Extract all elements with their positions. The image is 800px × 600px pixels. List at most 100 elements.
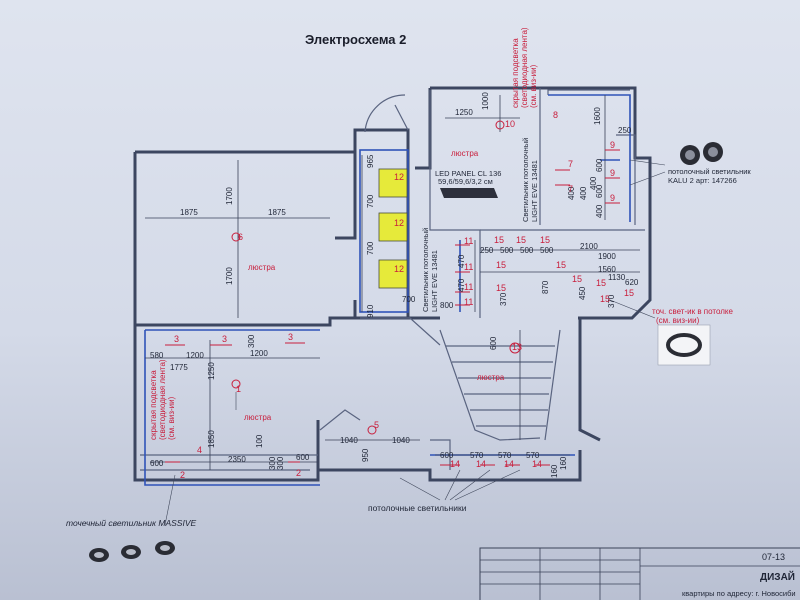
circuit-number: 9 bbox=[610, 193, 615, 203]
dim-label: 500 bbox=[540, 246, 554, 255]
led-panel-1 bbox=[378, 168, 408, 198]
dim-label: 570 bbox=[498, 451, 512, 460]
dim-label: 1040 bbox=[340, 436, 358, 445]
chandelier-label: люстра bbox=[477, 373, 505, 382]
dim-label: 300 bbox=[268, 456, 277, 470]
hidden-light-label: (см. виз-ии) bbox=[529, 64, 538, 108]
circuit-number: 12 bbox=[394, 218, 404, 228]
dim-label: 2350 bbox=[228, 455, 246, 464]
ceiling-light-eve-label: Светильник потолочный bbox=[521, 138, 530, 222]
staircase bbox=[439, 329, 561, 441]
ceiling-lights-label: потолочные светильники bbox=[368, 503, 467, 513]
dim-label: 160 bbox=[559, 456, 568, 470]
dim-label: 1200 bbox=[186, 351, 204, 360]
dim-label: 300 bbox=[276, 456, 285, 470]
dim-label: 1130 bbox=[608, 273, 626, 282]
dim-label: 700 bbox=[402, 295, 416, 304]
dim-label: 600 bbox=[489, 336, 498, 350]
circuit-number: 14 bbox=[450, 459, 460, 469]
dim-label: 1700 bbox=[225, 187, 234, 205]
dim-label: 570 bbox=[470, 451, 484, 460]
dim-label: 1200 bbox=[250, 349, 268, 358]
ceiling-light-eve-label: LIGHT EVE 13481 bbox=[530, 160, 539, 222]
circuit-number: 7 bbox=[568, 159, 573, 169]
dim-label: 700 bbox=[366, 241, 375, 255]
dim-label: 2100 bbox=[580, 242, 598, 251]
hidden-light-label: (см. виз-ии) bbox=[167, 396, 176, 440]
circuit-number: 9 bbox=[610, 140, 615, 150]
circuit-number: 6 bbox=[238, 232, 243, 242]
ceiling-light-eve-label: Светильник потолочный bbox=[421, 228, 430, 312]
dim-label: 1000 bbox=[481, 92, 490, 110]
fixture-symbols bbox=[165, 120, 620, 466]
circuit-number: 11 bbox=[464, 262, 473, 272]
dim-label: 100 bbox=[255, 434, 264, 448]
dim-label: 1775 bbox=[170, 363, 188, 372]
circuit-numbers: 1 2 2 3 3 3 4 5 6 7 7 8 9 9 9 10 11 11 1… bbox=[174, 110, 634, 480]
circuit-number: 15 bbox=[494, 235, 504, 245]
circuit-number: 15 bbox=[596, 278, 606, 288]
massive-fixture-illustration bbox=[89, 541, 175, 562]
led-panel-3 bbox=[378, 259, 408, 289]
led-panels bbox=[378, 168, 498, 289]
dim-label: 300 bbox=[247, 334, 256, 348]
dim-label: 1250 bbox=[207, 362, 216, 380]
dim-label: 450 bbox=[578, 286, 587, 300]
circuit-number: 15 bbox=[496, 260, 506, 270]
dim-label: 400 bbox=[579, 186, 588, 200]
circuit-number: 4 bbox=[197, 445, 202, 455]
dim-label: 400 bbox=[589, 176, 598, 190]
dim-label: 400 bbox=[567, 186, 576, 200]
dim-label: 600 bbox=[595, 184, 604, 198]
chandelier-label: люстра bbox=[244, 413, 272, 422]
dim-label: 1875 bbox=[180, 208, 198, 217]
leader-lines bbox=[164, 159, 666, 526]
hidden-light-label: (светодиодная лента) bbox=[520, 27, 529, 108]
dim-label: 620 bbox=[625, 278, 639, 287]
annotation-labels: люстра люстра люстра люстра LED PANEL CL… bbox=[66, 27, 796, 598]
circuit-number: 12 bbox=[394, 172, 404, 182]
dim-label: 1850 bbox=[207, 430, 216, 448]
kalu-label: KALU 2 арт: 147266 bbox=[668, 176, 737, 185]
kalu-label: потолочный светильник bbox=[668, 167, 751, 176]
circuit-number: 15 bbox=[600, 294, 610, 304]
circuit-number: 5 bbox=[374, 420, 379, 430]
title-block bbox=[479, 547, 800, 600]
sheet-number: 07-13 bbox=[762, 552, 785, 562]
design-label: ДИЗАЙ bbox=[760, 570, 795, 583]
circuit-number: 14 bbox=[532, 459, 542, 469]
address-label: квартиры по адресу: г. Новосиби bbox=[682, 589, 796, 598]
circuit-number: 2 bbox=[296, 468, 301, 478]
circuit-number: 15 bbox=[624, 288, 634, 298]
dim-label: 570 bbox=[526, 451, 540, 460]
dim-label: 800 bbox=[440, 301, 454, 310]
circuit-number: 15 bbox=[572, 274, 582, 284]
led-panel-cl136 bbox=[440, 188, 498, 198]
dim-label: 470 bbox=[457, 254, 466, 268]
circuit-number: 14 bbox=[504, 459, 514, 469]
dim-label: 370 bbox=[499, 292, 508, 306]
circuit-number: 2 bbox=[180, 470, 185, 480]
circuit-number: 13 bbox=[512, 342, 522, 352]
circuit-number: 10 bbox=[505, 119, 515, 129]
dim-label: 910 bbox=[366, 304, 375, 318]
circuit-number: 15 bbox=[496, 283, 506, 293]
dim-label: 250 bbox=[618, 126, 632, 135]
circuit-number: 15 bbox=[516, 235, 526, 245]
circuit-number: 11 bbox=[464, 236, 473, 246]
dim-label: 1600 bbox=[593, 107, 602, 125]
ceiling-insert-label: (см. виз-ии) bbox=[656, 316, 700, 325]
dim-label: 1700 bbox=[225, 267, 234, 285]
walls bbox=[133, 86, 652, 482]
dimension-labels: 1875 1875 1700 1700 965 700 700 910 700 … bbox=[150, 92, 639, 478]
dim-label: 1900 bbox=[598, 252, 616, 261]
dim-label: 1875 bbox=[268, 208, 286, 217]
circuit-number: 1 bbox=[236, 384, 241, 394]
led-panel-size: 59,6/59,6/3,2 см bbox=[438, 177, 493, 186]
ceiling-insert-label: точ. свет-ик в потолке bbox=[652, 307, 734, 316]
dim-label: 500 bbox=[500, 246, 514, 255]
hidden-light-label: (светодиодная лента) bbox=[158, 359, 167, 440]
dim-label: 580 bbox=[150, 351, 164, 360]
dim-label: 160 bbox=[550, 464, 559, 478]
